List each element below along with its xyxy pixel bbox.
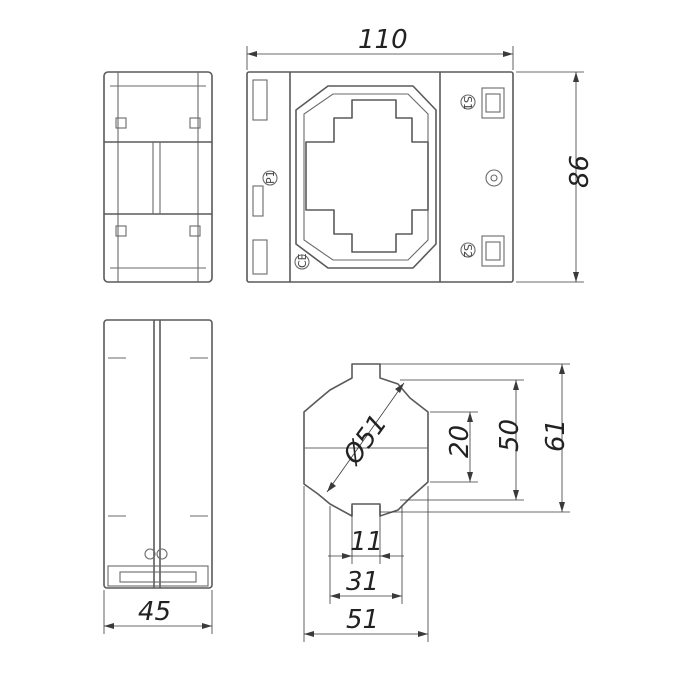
- dim-86-label: 86: [565, 155, 595, 188]
- s2-mark: S2: [461, 244, 474, 258]
- side-view-bottom: [103, 319, 213, 589]
- dimension-50: 50: [400, 379, 525, 501]
- front-view: S1 S2 P1 CE: [246, 71, 514, 283]
- dimension-86: 86: [516, 71, 595, 283]
- dimension-11: 11: [328, 506, 404, 564]
- dimension-45: 45: [103, 590, 213, 634]
- dim-50-label: 50: [495, 419, 525, 452]
- dim-110-label: 110: [358, 25, 408, 55]
- dim-diameter-51-label: Ø51: [337, 409, 393, 471]
- dim-31-label: 31: [346, 567, 379, 597]
- dimension-61: 61: [380, 363, 571, 513]
- side-view-top: [103, 71, 213, 283]
- dim-61-label: 61: [541, 419, 571, 452]
- p1-mark: P1: [264, 170, 277, 184]
- dimension-20: 20: [430, 411, 478, 483]
- dimension-110: 110: [246, 25, 514, 70]
- dim-11-label: 11: [350, 527, 383, 557]
- s1-mark: S1: [461, 96, 474, 110]
- ce-mark: CE: [296, 253, 309, 268]
- dim-20-label: 20: [445, 425, 475, 458]
- dim-45-label: 45: [138, 597, 171, 627]
- dim-51-width-label: 51: [346, 605, 379, 635]
- dimension-51-width: 51: [303, 486, 429, 642]
- dimension-31: 31: [329, 506, 403, 604]
- dimension-diameter-51: Ø51: [326, 382, 405, 493]
